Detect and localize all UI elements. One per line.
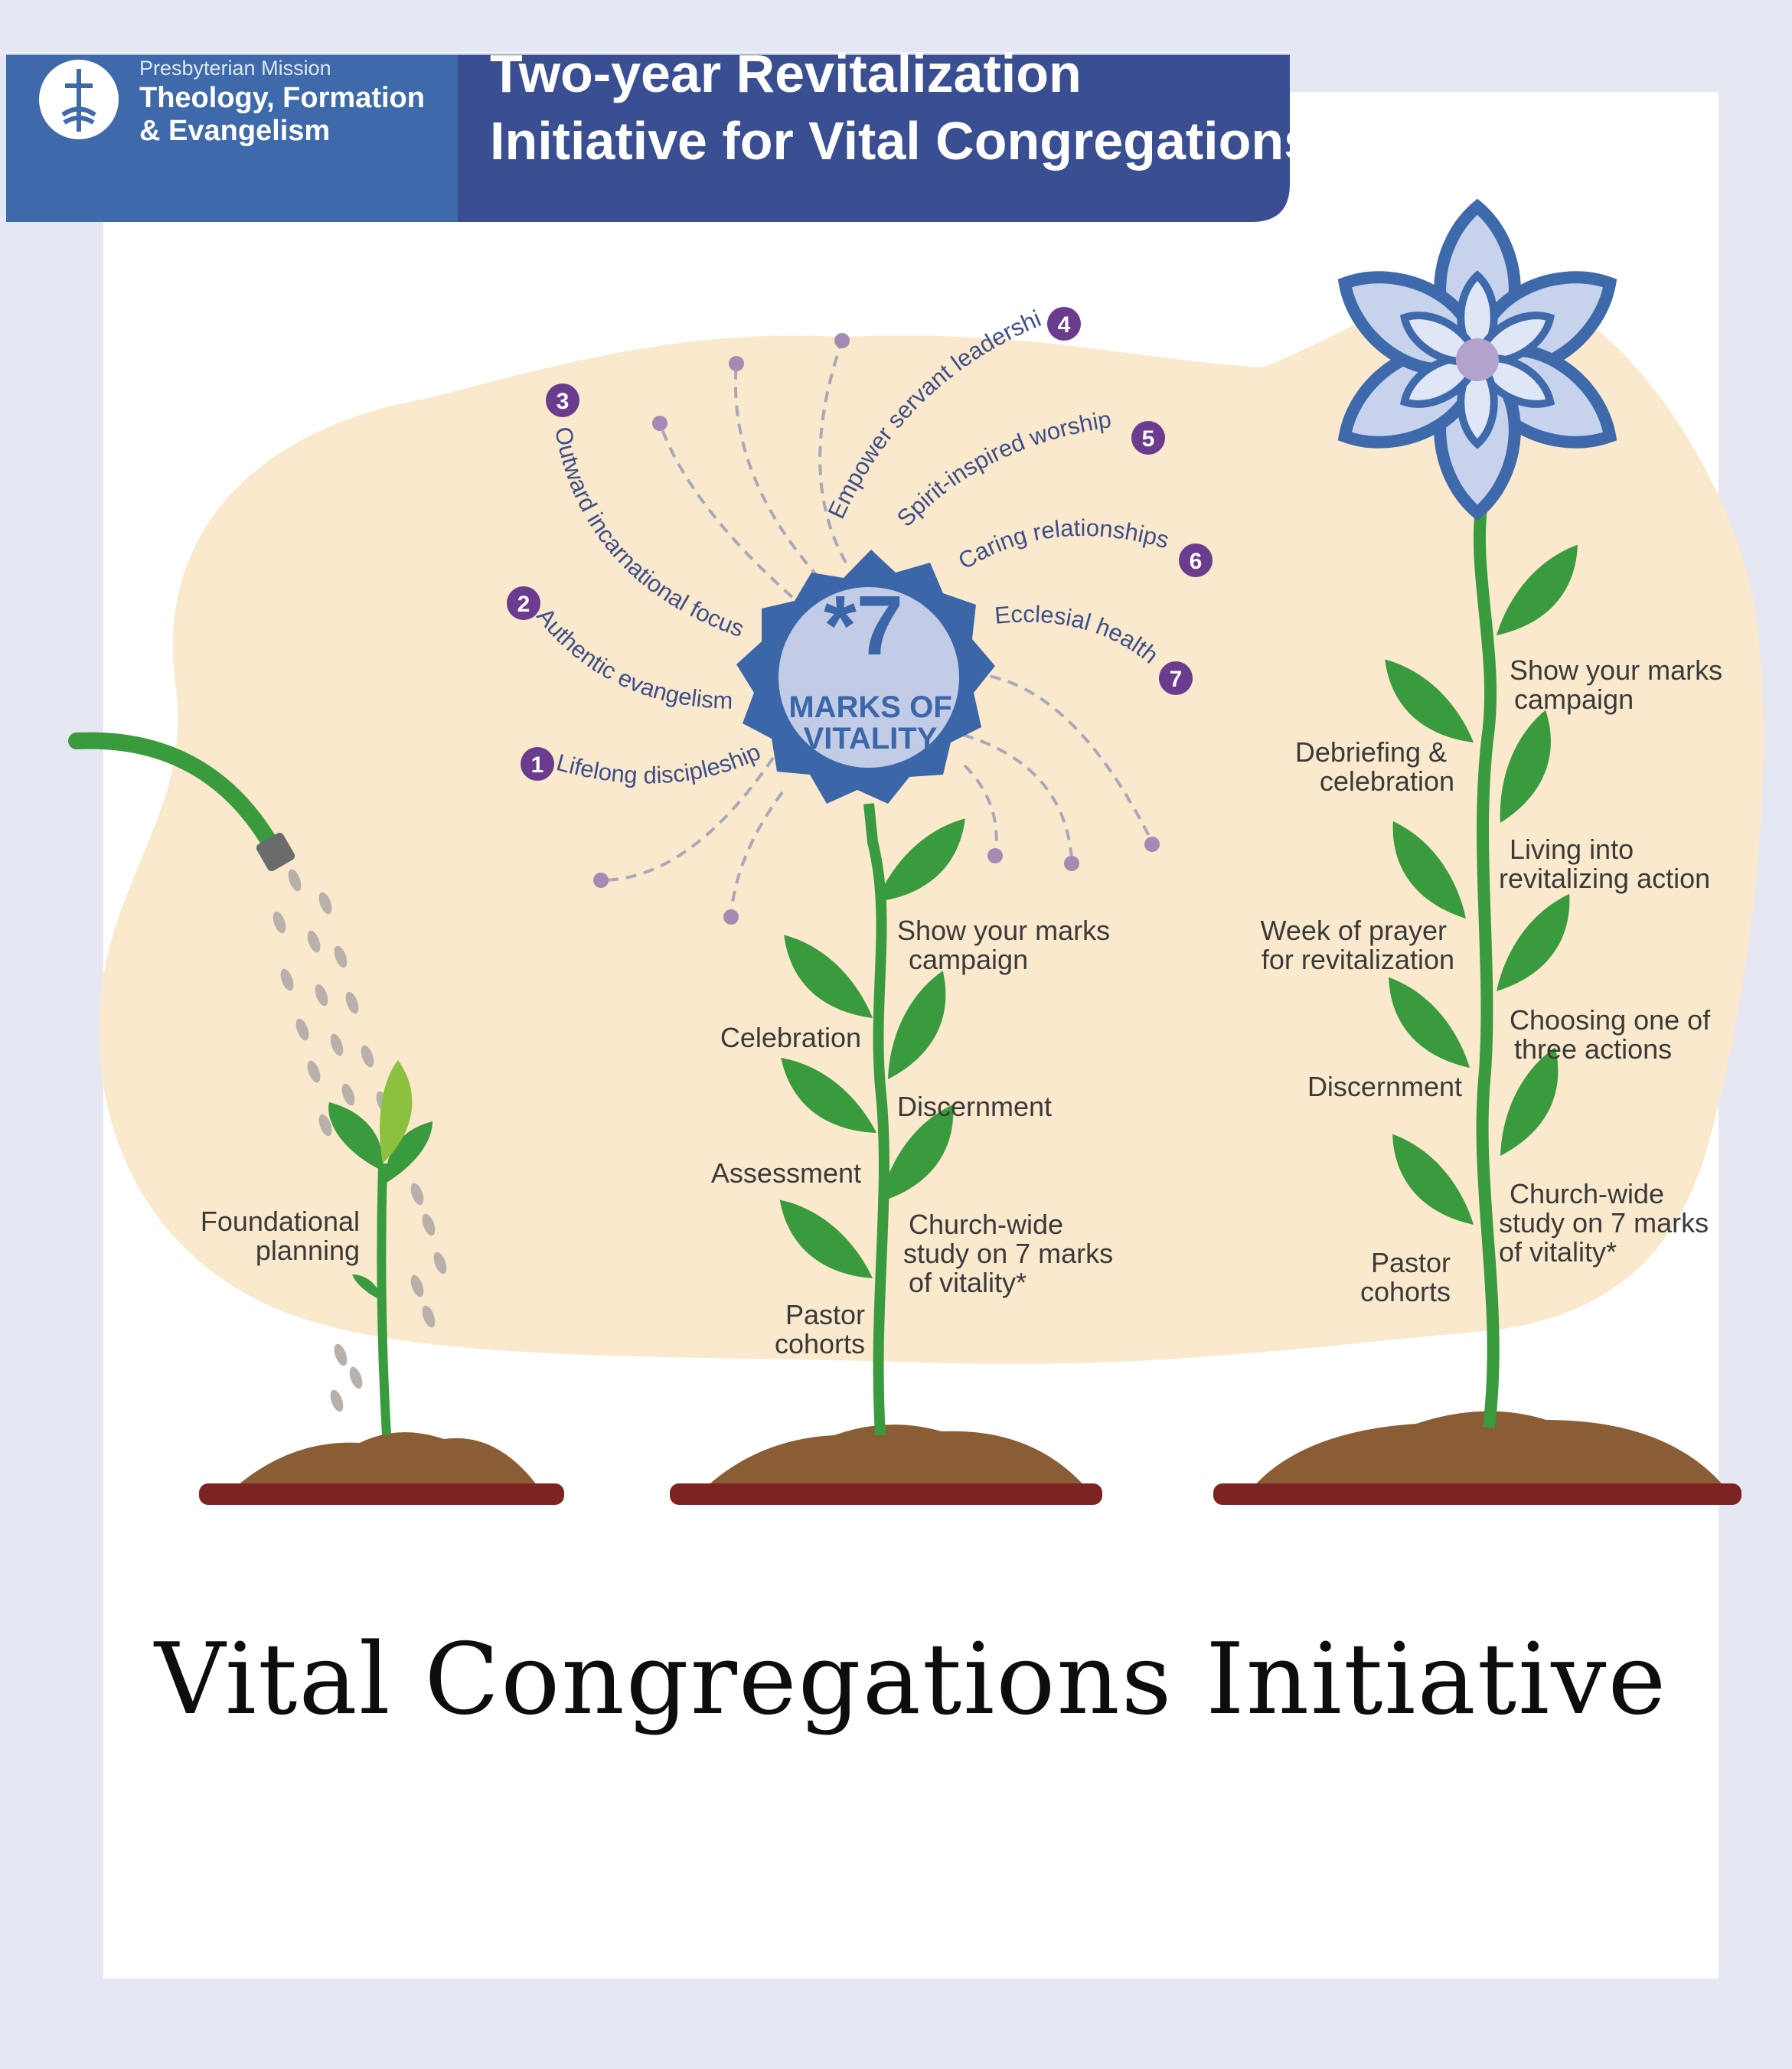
- mark-3-number-badge: 3: [546, 383, 579, 417]
- svg-text:6: 6: [1190, 549, 1203, 574]
- watering-hose-icon: [68, 732, 295, 872]
- p2-church-wide-line1: Church-wide: [909, 1209, 1063, 1240]
- ray-end-dots: [593, 333, 1160, 925]
- vitality-rays: [600, 340, 1154, 918]
- p2-assessment: Assessment: [711, 1157, 861, 1189]
- plant-1-label-line1: Foundational: [201, 1206, 360, 1237]
- p3-pastor-line1: Pastor: [1371, 1247, 1451, 1278]
- title-line1: Two-year Revitalization: [490, 44, 1082, 103]
- plant-3-stem: [1368, 508, 1598, 1428]
- marks-of-vitality-badge: *7 MARKS OF VITALITY: [736, 550, 995, 804]
- p3-choosing-line2: three actions: [1514, 1033, 1672, 1065]
- p3-living-line2: revitalizing action: [1499, 863, 1710, 894]
- svg-text:3: 3: [557, 389, 570, 414]
- p3-living-line1: Living into: [1510, 834, 1634, 865]
- plant-2-stem: [767, 803, 981, 1436]
- flower-icon: [1337, 198, 1617, 521]
- p2-pastor-line1: Pastor: [785, 1299, 865, 1330]
- p3-church-wide-line2: study on 7 marks: [1499, 1207, 1709, 1238]
- badge-number: *7: [824, 579, 903, 673]
- p3-debrief-line1: Debriefing &: [1295, 736, 1447, 768]
- mark-4-number-badge: 4: [1047, 307, 1081, 341]
- p3-week-line1: Week of prayer: [1261, 915, 1447, 946]
- org-line1-text: Theology, Formation: [139, 82, 425, 114]
- mark-5-number-badge: 5: [1131, 421, 1165, 455]
- p3-show-marks-line1: Show your marks: [1510, 654, 1722, 686]
- page-caption: Vital Congregations Initiative: [154, 1623, 1668, 1737]
- p3-debrief-line2: celebration: [1320, 765, 1454, 797]
- mark-7-number-badge: 7: [1159, 661, 1193, 695]
- plant-1-seedling: Foundational planning: [201, 1060, 432, 1436]
- p2-celebration: Celebration: [720, 1022, 861, 1053]
- background-blob: [99, 282, 1764, 1364]
- p2-show-marks-line2: campaign: [909, 944, 1028, 975]
- svg-text:4: 4: [1058, 312, 1071, 338]
- svg-text:5: 5: [1142, 426, 1155, 452]
- badge-line1: MARKS OF: [788, 690, 951, 724]
- svg-text:2: 2: [517, 592, 530, 617]
- p2-discernment: Discernment: [897, 1091, 1052, 1122]
- mark-1-number-badge: 1: [521, 747, 554, 781]
- badge-line2: VITALITY: [804, 722, 938, 755]
- plant-1-label-line2: planning: [256, 1235, 360, 1266]
- p2-church-wide-line3: of vitality*: [909, 1267, 1027, 1298]
- org-small-text: Presbyterian Mission: [139, 57, 331, 80]
- cross-symbol-icon: [61, 69, 96, 132]
- pot-1: [199, 1432, 564, 1505]
- p3-show-marks-line2: campaign: [1514, 684, 1634, 715]
- title-line2: Initiative for Vital Congregations: [490, 111, 1314, 171]
- svg-text:1: 1: [531, 752, 544, 778]
- p2-show-marks-line1: Show your marks: [897, 915, 1110, 946]
- pot-3: [1213, 1411, 1741, 1505]
- mark-2-number-badge: 2: [507, 586, 540, 620]
- p3-choosing-line1: Choosing one of: [1510, 1004, 1711, 1036]
- org-line2-text: & Evangelism: [139, 115, 330, 147]
- p2-church-wide-line2: study on 7 marks: [903, 1238, 1113, 1269]
- p3-week-line2: for revitalization: [1262, 944, 1454, 975]
- pot-2: [670, 1424, 1102, 1505]
- mark-6-number-badge: 6: [1179, 543, 1213, 577]
- p2-pastor-line2: cohorts: [775, 1328, 865, 1359]
- p3-church-wide-line1: Church-wide: [1510, 1178, 1664, 1209]
- p3-pastor-line2: cohorts: [1360, 1276, 1451, 1307]
- header-banner: Presbyterian Mission Theology, Formation…: [6, 44, 1314, 222]
- p3-discernment: Discernment: [1307, 1071, 1462, 1102]
- p3-church-wide-line3: of vitality*: [1499, 1236, 1617, 1268]
- water-drops: [273, 869, 447, 1412]
- svg-text:7: 7: [1170, 667, 1183, 692]
